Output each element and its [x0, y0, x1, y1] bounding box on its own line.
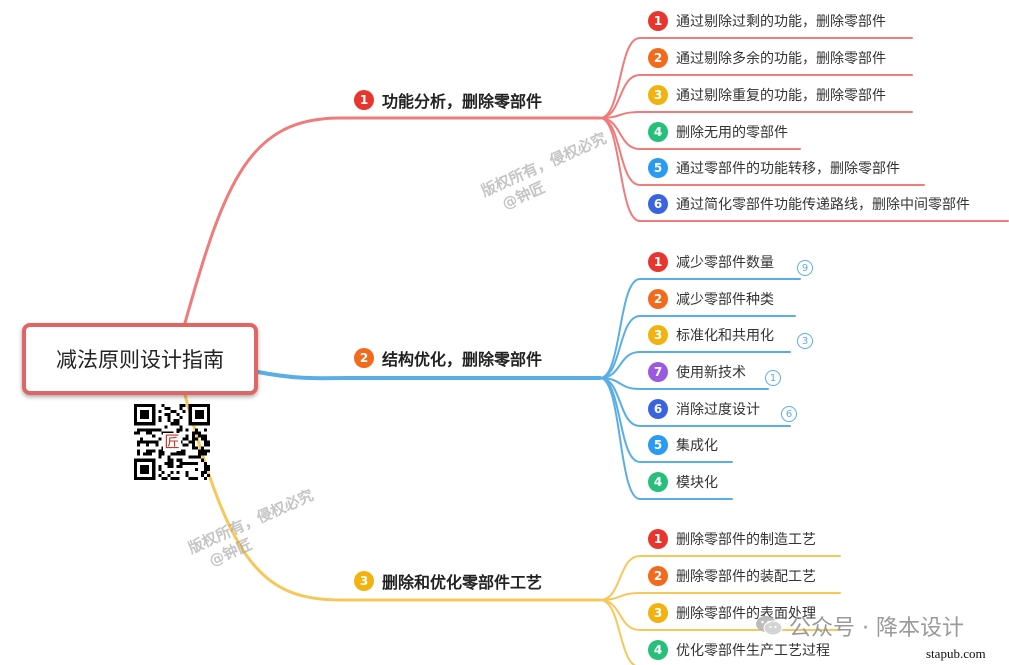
leaf-item[interactable]: 6 消除过度设计	[648, 399, 760, 419]
leaf-number-badge: 1	[648, 529, 668, 549]
leaf-label: 标准化和共用化	[676, 328, 774, 344]
leaf-number-badge: 1	[648, 252, 668, 272]
leaf-number-badge: 4	[648, 122, 668, 142]
leaf-number-badge: 2	[648, 289, 668, 309]
branch-process-optimization[interactable]: 3 删除和优化零部件工艺	[354, 569, 542, 593]
leaf-item[interactable]: 3 通过剔除重复的功能，删除零部件	[648, 85, 886, 105]
leaf-item[interactable]: 4 删除无用的零部件	[648, 122, 788, 142]
connector-leaf	[599, 117, 1009, 222]
leaf-number-badge: 6	[648, 399, 668, 419]
branch-function-analysis[interactable]: 1 功能分析，删除零部件	[354, 88, 542, 112]
leaf-item[interactable]: 5 集成化	[648, 435, 718, 455]
wechat-icon	[756, 616, 783, 636]
leaf-label: 删除零部件的制造工艺	[676, 532, 816, 548]
connector-leaf	[599, 377, 733, 500]
qr-code: 匠	[134, 404, 210, 480]
count-tag[interactable]: 1	[765, 370, 781, 386]
leaf-label: 通过简化零部件功能传递路线，删除中间零部件	[676, 197, 970, 213]
leaf-item[interactable]: 1 通过剔除过剩的功能，删除零部件	[648, 11, 886, 31]
connector-leaf	[599, 599, 841, 631]
leaf-item[interactable]: 2 通过剔除多余的功能，删除零部件	[648, 48, 886, 68]
leaf-number-badge: 3	[648, 85, 668, 105]
branch-number-badge: 1	[354, 90, 374, 110]
leaf-item[interactable]: 5 通过零部件的功能转移，删除零部件	[648, 158, 900, 178]
connector-leaf	[599, 351, 791, 379]
connector-leaf	[599, 555, 841, 601]
leaf-label: 减少零部件种类	[676, 292, 774, 308]
leaf-item[interactable]: 3 标准化和共用化	[648, 325, 774, 345]
connector-leaf	[599, 111, 913, 119]
branch-label: 功能分析，删除零部件	[382, 92, 543, 111]
leaf-label: 删除零部件的装配工艺	[676, 569, 816, 585]
leaf-item[interactable]: 4 优化零部件生产工艺过程	[648, 640, 830, 660]
leaf-item[interactable]: 1 减少零部件数量	[648, 252, 774, 272]
leaf-label: 删除零部件的表面处理	[676, 606, 816, 622]
leaf-label: 删除无用的零部件	[676, 125, 788, 141]
footer-brand: 公众号 · 降本设计	[755, 610, 964, 642]
connector-leaf	[599, 599, 637, 665]
connector-root-branch1	[183, 116, 602, 325]
leaf-number-badge: 3	[648, 603, 668, 623]
connector-leaf	[599, 592, 841, 601]
connector-leaf	[599, 74, 913, 119]
leaf-number-badge: 2	[648, 48, 668, 68]
leaf-label: 通过剔除重复的功能，删除零部件	[676, 88, 886, 104]
leaf-number-badge: 6	[648, 194, 668, 214]
leaf-item[interactable]: 3 删除零部件的表面处理	[648, 603, 816, 623]
count-tag[interactable]: 3	[797, 333, 813, 349]
leaf-item[interactable]: 2 删除零部件的装配工艺	[648, 566, 816, 586]
branch-label: 删除和优化零部件工艺	[382, 573, 543, 592]
count-tag[interactable]: 9	[797, 260, 813, 276]
branch-structure-optimization[interactable]: 2 结构优化，删除零部件	[354, 346, 542, 370]
connector-root-branch3	[183, 393, 602, 602]
leaf-label: 集成化	[676, 438, 718, 454]
leaf-item[interactable]: 1 删除零部件的制造工艺	[648, 529, 816, 549]
leaf-label: 通过剔除多余的功能，删除零部件	[676, 51, 886, 67]
root-label: 减法原则设计指南	[56, 348, 224, 372]
leaf-number-badge: 4	[648, 640, 668, 660]
leaf-number-badge: 5	[648, 158, 668, 178]
leaf-label: 减少零部件数量	[676, 255, 774, 271]
leaf-number-badge: 4	[648, 472, 668, 492]
leaf-number-badge: 7	[648, 362, 668, 382]
leaf-label: 消除过度设计	[676, 402, 760, 418]
leaf-number-badge: 2	[648, 566, 668, 586]
connector-leaf	[599, 278, 801, 379]
leaf-label: 通过零部件的功能转移，删除零部件	[676, 161, 900, 177]
footer-site: stapub.com	[926, 646, 986, 661]
count-tag[interactable]: 6	[781, 406, 797, 422]
qr-logo: 匠	[164, 433, 179, 451]
leaf-label: 模块化	[676, 475, 718, 491]
leaf-label: 通过剔除过剩的功能，删除零部件	[676, 14, 886, 30]
leaf-item[interactable]: 4 模块化	[648, 472, 718, 492]
leaf-number-badge: 1	[648, 11, 668, 31]
branch-label: 结构优化，删除零部件	[382, 350, 543, 369]
connector-root-branch2	[256, 370, 602, 381]
branch-number-badge: 3	[354, 571, 374, 591]
connector-leaf	[599, 117, 801, 150]
leaf-item[interactable]: 6 通过简化零部件功能传递路线，删除中间零部件	[648, 194, 970, 214]
connector-leaf	[599, 315, 796, 379]
leaf-number-badge: 5	[648, 435, 668, 455]
connector-leaf	[599, 37, 913, 119]
branch-number-badge: 2	[354, 348, 374, 368]
leaf-label: 优化零部件生产工艺过程	[676, 643, 830, 659]
leaf-item[interactable]: 2 减少零部件种类	[648, 289, 774, 309]
root-node[interactable]: 减法原则设计指南	[22, 323, 258, 395]
leaf-item[interactable]: 7 使用新技术	[648, 362, 746, 382]
leaf-label: 使用新技术	[676, 365, 746, 381]
leaf-number-badge: 3	[648, 325, 668, 345]
